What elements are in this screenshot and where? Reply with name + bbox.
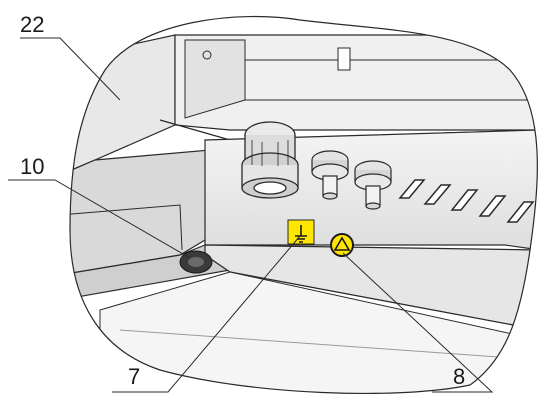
corner-screw xyxy=(179,250,213,274)
vent-slots xyxy=(398,179,535,223)
callout-10: 10 xyxy=(20,154,45,179)
terminal-screw-left xyxy=(311,150,349,200)
leader-lines xyxy=(8,37,494,393)
callout-7: 7 xyxy=(128,364,141,389)
callout-22: 22 xyxy=(20,12,45,37)
earth-ground-icon xyxy=(287,219,315,245)
warning-triangle-icon xyxy=(330,233,354,257)
cable-gland xyxy=(241,121,299,199)
callout-8: 8 xyxy=(453,364,466,389)
terminal-screw-right xyxy=(354,160,392,210)
